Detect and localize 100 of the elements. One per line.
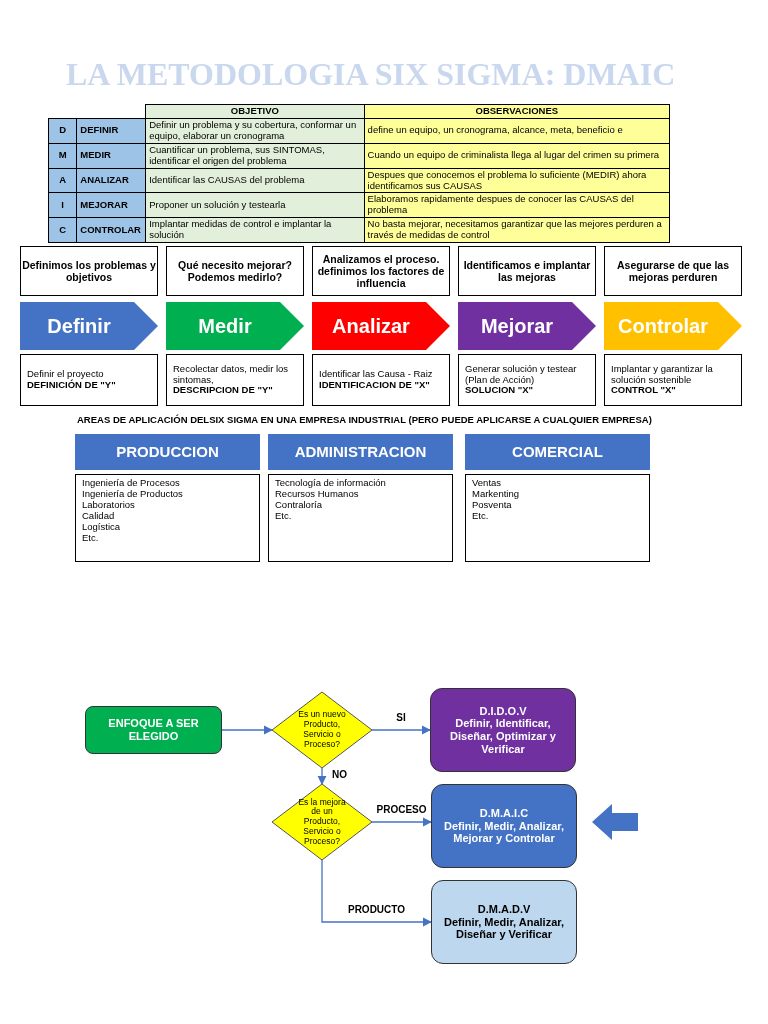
result-box [604,354,742,406]
method-box [431,784,577,868]
edge-label: PROCESO [374,804,429,815]
table-cell: DEFINIR [76,118,146,144]
box-label: ENFOQUE A SER ELEGIDO [107,717,200,743]
table-cell: No basta mejorar, necesitamos garantizar que las mejores perduren a través de medidas de control [364,217,670,243]
start-box [85,706,222,754]
result-code: DESCRIPCION DE "Y" [173,385,274,397]
list-item: Etc. [82,532,99,544]
list-item: Logística [82,521,122,533]
table-cell: C [48,217,77,243]
list-item: Ingeniería de Procesos [82,478,181,489]
table-cell: Identificar las CAUSAS del problema [145,168,365,193]
description-text: Analizamos el proceso. definimos los factores de influencia [316,252,446,290]
list-item: Recursos Humanos [275,488,360,500]
arrow [317,767,327,785]
question-text: Es un nuevo Producto, Servicio o Proceso? [297,710,347,750]
method-text: Definir, Medir, Analizar, Diseñar y Verificar [443,915,565,941]
list-item: Etc. [472,510,490,522]
result-code: IDENTIFICACION DE "X" [319,380,431,391]
table-cell: define un equipo, un cronograma, alcance, meta, beneficio e [364,118,670,144]
table-cell: D [48,118,77,144]
list-item: Ingeniería de Productos [82,488,184,500]
result-box [20,354,158,406]
method-acronym: D.M.A.D.V [477,903,531,916]
section-heading: AREAS DE APLICACIÓN DELSIX SIGMA EN UNA EMPRESA INDUSTRIAL (PERO PUEDE APLICARSE A CUALQUIER EMPRESA) [77,414,652,425]
description-text: Identificamos e implantar las mejoras [462,258,592,284]
area-list [268,474,453,562]
column-header: OBJETIVO [145,104,365,119]
result-text: Implantar y garantizar la solución sostenible [611,363,714,386]
method-box [431,880,577,964]
area-list [75,474,260,562]
method-text: Definir, Medir, Analizar, Mejorar y Controlar [443,819,565,845]
arrow [371,817,432,827]
arrow [221,725,273,735]
table-cell: A [48,168,77,193]
question-text: Es la mejora de un Producto, Servicio o Proceso? [297,797,347,847]
description-box [604,246,742,296]
phase-name: Analizar [332,314,410,338]
decision-diamond [272,692,372,768]
description-text: Asegurarse de que las mejoras perduren [615,258,731,284]
arrow [321,859,432,927]
edge-label: PRODUCTO [346,904,407,915]
description-box [20,246,158,296]
list-item: Contraloría [275,499,323,511]
description-text: Qué necesito mejorar? Podemos medirlo? [177,258,293,284]
description-text: Definimos los problemas y objetivos [21,258,157,284]
list-item: Calidad [82,510,116,522]
column-header: OBSERVACIONES [364,104,670,119]
result-text: Generar solución y testear (Plan de Acción) [465,363,578,386]
result-code: DEFINICIÓN DE "Y" [27,380,117,391]
method-box [430,688,576,772]
area-header [465,434,650,470]
arrow [371,725,431,735]
list-item: Etc. [275,510,293,522]
method-text: Definir, Identificar, Diseñar, Optimizar y Verificar [449,717,557,756]
decision-diamond [272,784,372,860]
result-box [166,354,304,406]
area-header [75,434,260,470]
list-item: Posventa [472,499,512,511]
result-text: Recolectar datos, medir los sintomas, [173,363,290,386]
phase-name: Medir [198,314,252,338]
method-acronym: D.I.D.O.V [479,704,527,718]
result-text: Definir el proyecto [27,369,105,380]
list-item: Markenting [472,488,520,500]
table-cell: M [48,143,77,169]
edge-label: NO [330,769,349,780]
area-header [268,434,453,470]
result-code: CONTROL "X" [611,385,677,397]
phase-banner [604,302,742,350]
table-cell: I [48,192,77,218]
phase-banner [20,302,158,350]
area-title: COMERCIAL [512,443,603,461]
phase-banner [458,302,596,350]
result-box [312,354,450,406]
description-box [312,246,450,296]
table-cell: Cuantificar un problema, sus SINTOMAS, identificar el origen del problema [145,143,365,169]
table-cell: Proponer un solución y testearla [145,192,365,218]
description-box [458,246,596,296]
method-acronym: D.M.A.I.C [479,807,529,820]
list-item: Tecnología de información [275,478,387,489]
result-box [458,354,596,406]
phase-banner [166,302,304,350]
table-cell: Despues que conocemos el problema lo suficiente (MEDIR) ahora identificamos sus CAUSAS [364,168,670,193]
phase-banner [312,302,450,350]
area-title: PRODUCCION [116,443,219,461]
area-list [465,474,650,562]
area-title: ADMINISTRACION [294,443,427,461]
result-text: Identificar las Causa - Raiz [319,369,434,380]
phase-name: Mejorar [480,314,554,338]
result-code: SOLUCION "X" [465,385,535,397]
table-cell: Definir un problema y su cobertura, conformar un equipo, elaborar un cronograma [145,118,365,144]
list-item: Laboratorios [82,499,136,511]
table-cell: Cuando un equipo de criminalista llega al lugar del crimen su primera [364,143,670,169]
phase-name: Definir [47,314,111,338]
edge-label: SI [394,712,408,723]
phase-name: Controlar [618,314,708,338]
list-item: Ventas [472,478,503,489]
description-box [166,246,304,296]
table-cell: Implantar medidas de control e implantar la solución [145,217,365,243]
